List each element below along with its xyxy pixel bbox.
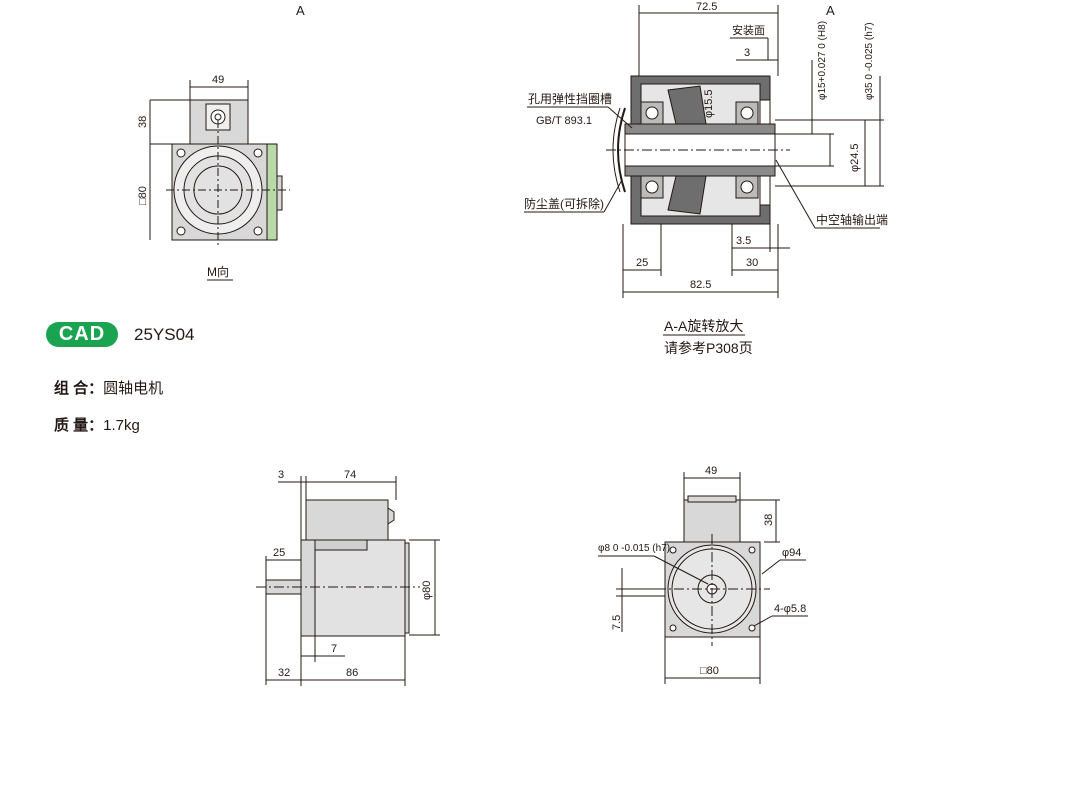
dim-phi35-h7: φ35 0 -0.025 (h7): [864, 22, 875, 100]
mount-face-label: 安装面: [732, 23, 765, 37]
dim-square-80-left: □80: [137, 186, 149, 205]
spec-label: 质 量：: [54, 417, 104, 434]
dim-72-5: 72.5: [696, 1, 717, 13]
section-mark-left: A: [296, 3, 305, 18]
dim-38-front: 38: [763, 514, 775, 526]
groove-label-line1: 孔用弹性挡圈槽: [528, 92, 612, 106]
cad-button[interactable]: CAD: [46, 322, 118, 347]
spec-row-weight: 质 量：1.7kg: [54, 414, 140, 435]
groove-label-line2: GB/T 893.1: [536, 115, 592, 127]
dim-49-front: 49: [705, 465, 717, 477]
output-end-label: 中空轴输出端: [816, 212, 888, 227]
dim-74: 74: [344, 469, 356, 481]
dim-phi15-5: φ15.5: [703, 89, 715, 118]
spec-row-combination: 组 合：圆轴电机: [54, 377, 163, 398]
dim-phi80-side: φ80: [421, 581, 433, 600]
dim-3-side: 3: [278, 469, 284, 481]
model-number: 25YS04: [134, 325, 195, 344]
dim-holes: 4-φ5.8: [774, 603, 806, 615]
dim-phi94: φ94: [782, 547, 801, 559]
dim-32: 32: [278, 667, 290, 679]
spec-value: 圆轴电机: [103, 380, 164, 397]
dim-7-5: 7.5: [611, 615, 623, 630]
spec-value: 1.7kg: [103, 417, 140, 434]
dim-phi8: φ8 0 -0.015 (h7): [598, 543, 670, 554]
dim-25-section: 25: [636, 257, 648, 269]
dim-3-top: 3: [744, 47, 750, 59]
dim-phi24-5: φ24.5: [849, 143, 861, 172]
dim-38-left: 38: [137, 116, 149, 128]
spec-label: 组 合：: [54, 380, 104, 397]
dim-49: 49: [212, 74, 224, 86]
dust-cover-label: 防尘盖(可拆除): [524, 196, 604, 211]
dim-82-5: 82.5: [690, 279, 711, 291]
section-caption-1: A-A旋转放大: [664, 318, 743, 334]
dim-7-side: 7: [331, 643, 337, 655]
dim-30-section: 30: [746, 257, 758, 269]
dim-25-side: 25: [273, 547, 285, 559]
section-caption-2: 请参考P308页: [664, 340, 753, 356]
m-view-label: M向: [207, 264, 229, 279]
dim-phi15-h8: φ15+0.027 0 (H8): [817, 21, 828, 100]
dim-square-80-front: □80: [700, 665, 719, 677]
dim-86: 86: [346, 667, 358, 679]
dim-3-5: 3.5: [736, 235, 751, 247]
section-mark-right: A: [826, 3, 835, 18]
